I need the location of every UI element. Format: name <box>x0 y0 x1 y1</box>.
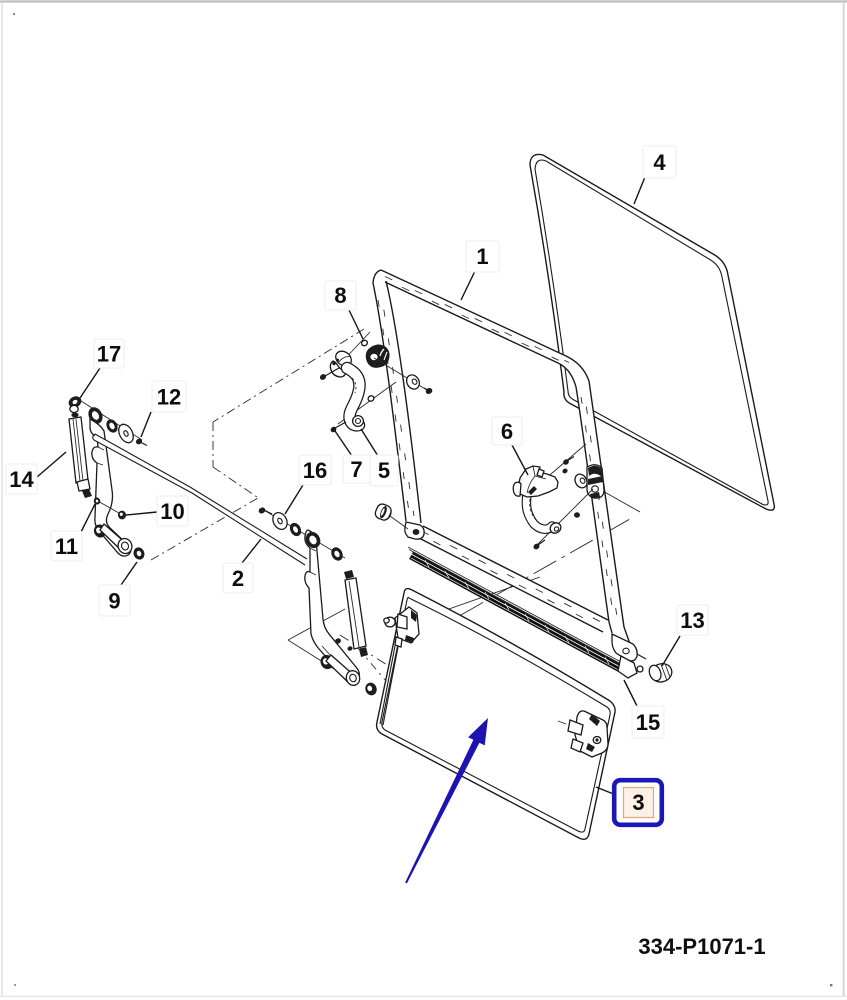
svg-text:334-P1071-1: 334-P1071-1 <box>638 934 765 959</box>
svg-text:4: 4 <box>653 150 666 175</box>
svg-text:6: 6 <box>501 419 513 444</box>
svg-text:3: 3 <box>632 790 644 815</box>
svg-text:10: 10 <box>160 499 184 524</box>
svg-text:5: 5 <box>378 458 390 483</box>
svg-text:15: 15 <box>636 710 660 735</box>
svg-text:7: 7 <box>350 457 362 482</box>
svg-text:17: 17 <box>97 342 121 367</box>
svg-text:14: 14 <box>9 467 34 492</box>
svg-text:2: 2 <box>232 566 244 591</box>
svg-text:1: 1 <box>476 244 488 269</box>
svg-text:16: 16 <box>303 458 327 483</box>
svg-text:12: 12 <box>157 385 181 410</box>
svg-text:9: 9 <box>108 589 120 614</box>
svg-text:8: 8 <box>334 283 346 308</box>
svg-text:13: 13 <box>680 608 704 633</box>
svg-text:11: 11 <box>55 534 78 559</box>
